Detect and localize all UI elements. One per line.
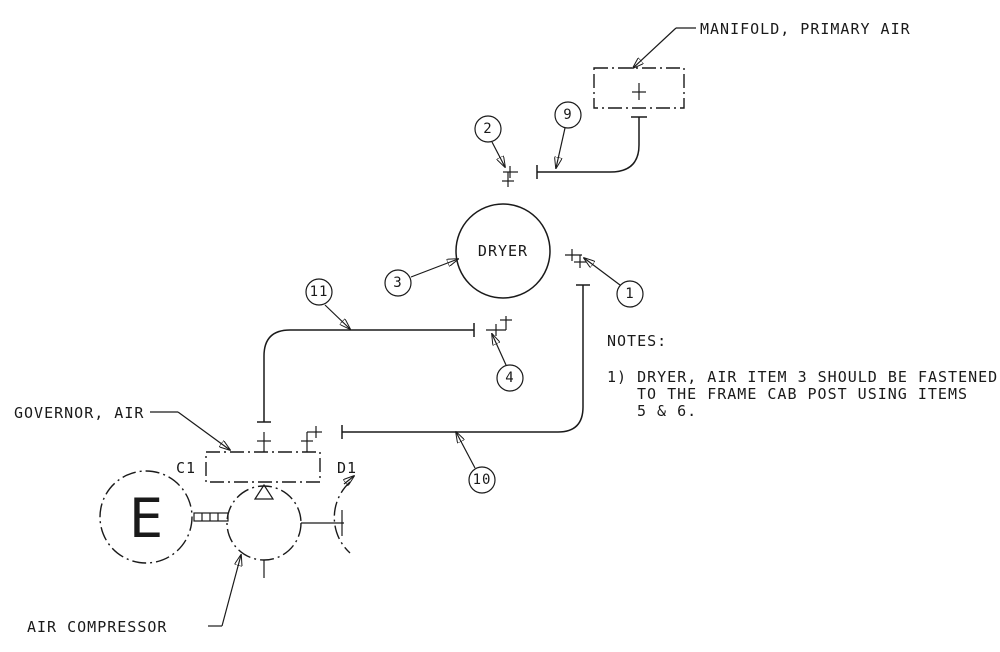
callout-10: 10 [456, 432, 496, 494]
d1-arc [318, 476, 354, 554]
notes-title: NOTES: [607, 332, 667, 350]
line-9-hose [537, 117, 640, 173]
engine-label: E [129, 487, 163, 550]
manifold-primary-air [593, 67, 685, 118]
svg-text:10: 10 [473, 472, 492, 488]
governor-leader [150, 411, 230, 450]
fitting-4 [473, 316, 512, 337]
callout-11: 11 [305, 278, 350, 329]
compressor-label: AIR COMPRESSOR [27, 618, 167, 636]
callout-9: 9 [555, 101, 582, 168]
svg-text:2: 2 [483, 121, 492, 137]
callout-2: 2 [474, 115, 505, 167]
fitting-1 [565, 249, 590, 286]
manifold-label: MANIFOLD, PRIMARY AIR [700, 20, 911, 38]
note-line-1: 1) DRYER, AIR ITEM 3 SHOULD BE FASTENED [607, 368, 998, 386]
manifold-leader [633, 27, 696, 68]
note-line-2: TO THE FRAME CAB POST USING ITEMS [637, 385, 968, 403]
engine-circle [99, 470, 193, 564]
fitting-2 [502, 166, 518, 187]
callout-1: 1 [584, 258, 644, 308]
svg-text:9: 9 [563, 107, 572, 123]
note-line-3: 5 & 6. [637, 402, 697, 420]
dryer-label: DRYER [478, 242, 528, 260]
svg-text:4: 4 [505, 370, 514, 386]
air-compressor [226, 483, 318, 578]
compressor-leader [208, 555, 241, 627]
svg-text:11: 11 [310, 284, 329, 300]
callout-3: 3 [384, 259, 458, 297]
engine-compressor-coupling [193, 512, 229, 522]
svg-text:1: 1 [625, 286, 634, 302]
governor-air [205, 426, 322, 483]
governor-label: GOVERNOR, AIR [14, 404, 144, 422]
line-11-hose [263, 329, 474, 422]
notes: NOTES: 1) DRYER, AIR ITEM 3 SHOULD BE FA… [607, 332, 998, 420]
callout-4: 4 [492, 334, 524, 392]
line-10-hose [342, 285, 584, 433]
port-c1-label: C1 [176, 459, 196, 477]
dryer-circle [455, 203, 551, 299]
svg-text:3: 3 [393, 275, 402, 291]
port-d1-label: D1 [337, 459, 357, 477]
